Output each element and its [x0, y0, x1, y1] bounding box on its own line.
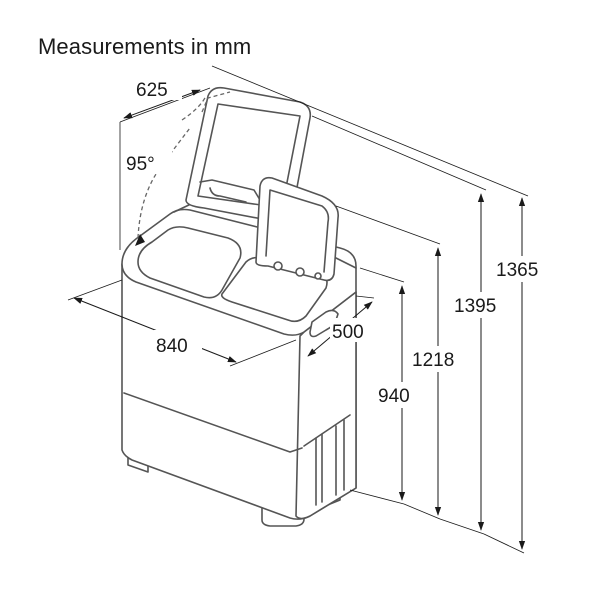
hinge-knob-2: [295, 267, 305, 277]
label-lid-angle: 95°: [126, 154, 155, 175]
label-840: 840: [156, 336, 188, 357]
ext-1365-top: [211, 65, 529, 197]
label-1218: 1218: [412, 350, 454, 371]
ext-840-left: [67, 279, 123, 301]
wash-tub-opening: [137, 226, 242, 299]
label-625: 625: [136, 80, 168, 101]
diagram-title: Measurements in mm: [38, 34, 252, 59]
front-band-line: [123, 392, 303, 453]
wash-lid-hinge-2: [209, 187, 247, 203]
ext-1218-bottom: [403, 503, 441, 520]
ext-940-top: [359, 267, 405, 283]
lid-swing-arc-top: [181, 95, 207, 121]
lid-swing-arrowhead: [135, 234, 145, 246]
label-500: 500: [332, 322, 364, 343]
spin-lid-inner: [265, 189, 330, 273]
wash-lid-inner: [197, 103, 301, 209]
dim-line-625: [123, 89, 201, 119]
ext-500-back: [355, 295, 375, 299]
dimension-labels: 625 95° 840 500 940 1218 1395 1365: [124, 76, 552, 408]
hinge-knob-3: [314, 272, 322, 280]
label-1365: 1365: [496, 260, 538, 281]
ext-1395-bottom: [439, 518, 485, 535]
side-band-line: [303, 414, 351, 447]
ext-940-bottom: [349, 489, 405, 505]
front-foot: [261, 507, 305, 527]
hinge-knob-1: [273, 261, 283, 271]
lid-closed-outline: [201, 91, 231, 113]
ext-840-right: [229, 339, 297, 367]
ext-1365-bottom: [483, 533, 525, 554]
label-1395: 1395: [454, 296, 496, 317]
washing-machine-illustration: [121, 86, 357, 527]
label-940: 940: [378, 386, 410, 407]
ext-1218-top: [335, 205, 441, 245]
rear-panel-edge: [335, 257, 357, 269]
ext-1395-top: [311, 115, 487, 191]
spin-lid-open: [255, 176, 339, 282]
lid-swing-arc: [137, 127, 191, 239]
wash-lid-hinge: [199, 179, 261, 201]
